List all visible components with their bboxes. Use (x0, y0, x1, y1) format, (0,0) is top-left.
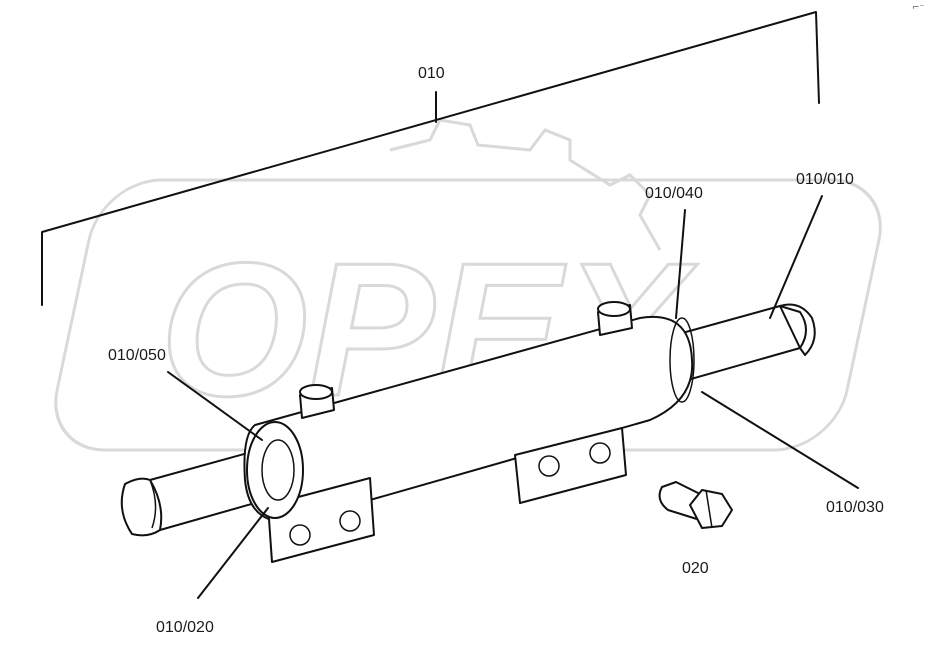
leader-right-ring (701, 391, 859, 489)
leader-grease-nipple (675, 209, 686, 319)
bolt-hex-head (689, 489, 733, 529)
leader-left-ring (197, 507, 269, 599)
callout-left-seal: 010/050 (108, 347, 166, 364)
leader-left-seal (167, 371, 263, 441)
right-mounting-foot (514, 427, 627, 504)
watermark-gear-icon (389, 118, 662, 251)
bolt (658, 481, 733, 529)
shaft-left-end (120, 477, 163, 537)
leader-shaft (769, 195, 823, 319)
callout-assembly: 010 (418, 65, 445, 82)
right-seal-ring (669, 317, 695, 403)
corner-mark: ⌐⁻ (912, 3, 925, 13)
grease-nipple-left (299, 384, 335, 419)
left-seal-ring (246, 421, 304, 519)
callout-grease-nipple: 010/040 (645, 185, 703, 202)
housing (243, 315, 695, 563)
callout-left-ring: 010/020 (156, 619, 214, 636)
assembly-bracket-line (41, 11, 820, 306)
grease-nipple-right (597, 301, 633, 336)
callout-shaft: 010/010 (796, 171, 854, 188)
shaft-right-end (779, 303, 816, 356)
callout-bolt: 020 (682, 560, 709, 577)
callout-right-ring: 010/030 (826, 499, 884, 516)
